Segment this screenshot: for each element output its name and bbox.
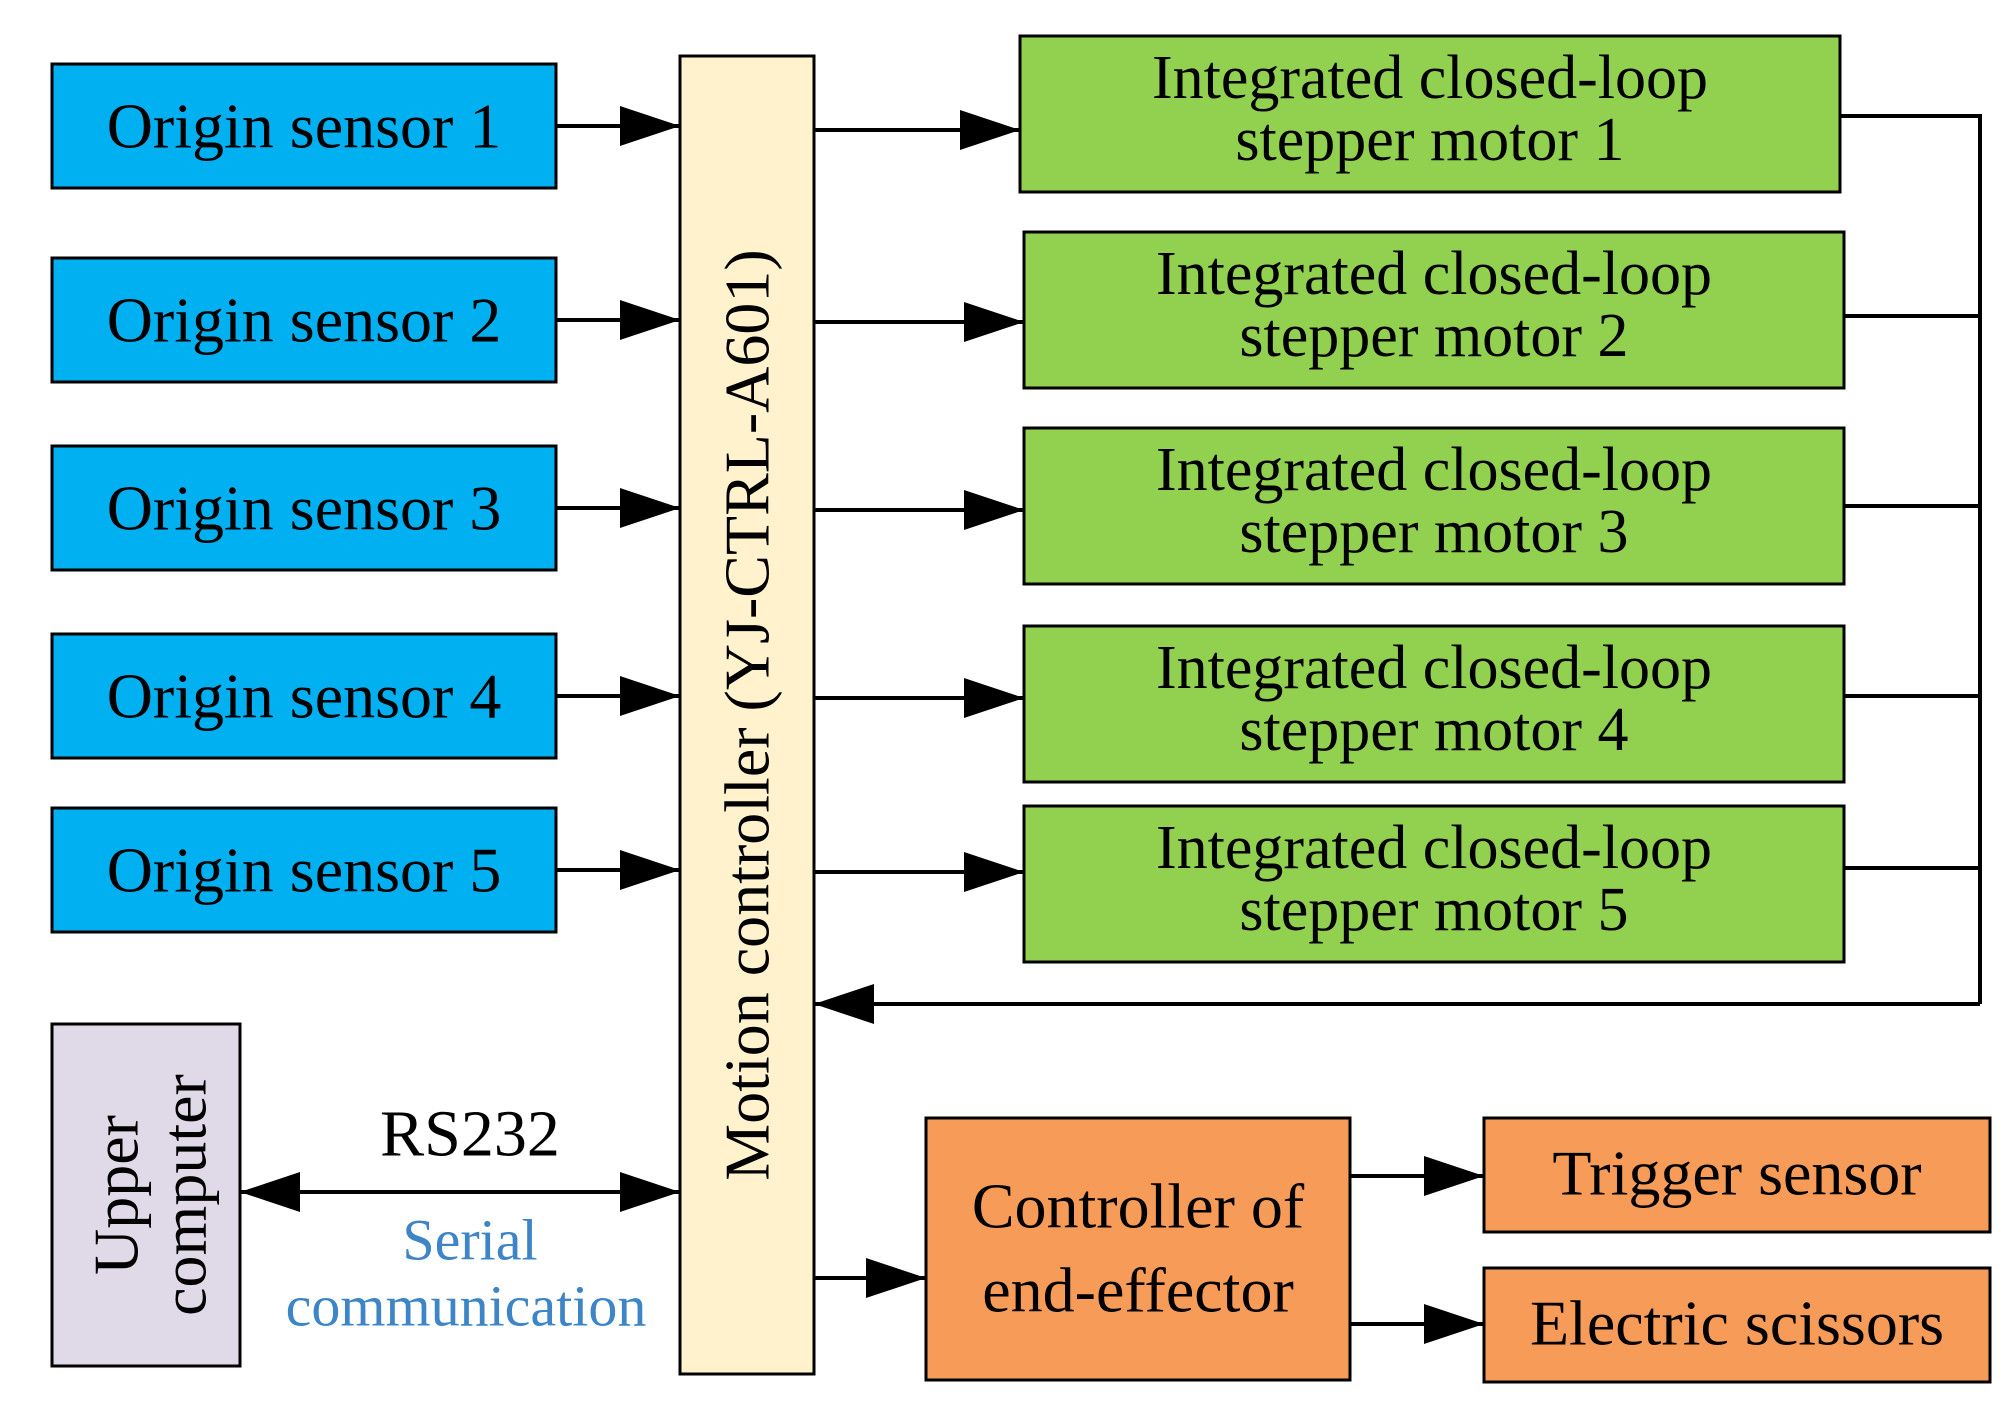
stepper-motor-2-line2: stepper motor 2 [1239, 302, 1628, 370]
end-effector-controller-block: Controller of end-effector [924, 1116, 1352, 1382]
electric-scissors-block: Electric scissors [1482, 1266, 1992, 1384]
stepper-motor-1-block: Integrated closed-loop stepper motor 1 [1018, 34, 1842, 194]
end-effector-controller-box [924, 1116, 1352, 1382]
stepper-motor-3-box [1022, 426, 1846, 586]
origin-sensor-4-box [50, 632, 558, 760]
origin-sensor-3-box [50, 444, 558, 572]
electric-scissors-label: Electric scissors [1530, 1288, 1944, 1359]
origin-sensor-1-label: Origin sensor 1 [107, 91, 502, 162]
end-effector-controller-line1: Controller of [972, 1171, 1305, 1242]
stepper-motor-4-line1: Integrated closed-loop [1156, 634, 1712, 702]
stepper-motor-5-line2: stepper motor 5 [1239, 876, 1628, 944]
origin-sensor-2-label: Origin sensor 2 [107, 285, 502, 356]
motion-controller-block: Motion controller (YJ-CTRL-A601) [678, 54, 816, 1376]
stepper-motor-5-line1: Integrated closed-loop [1156, 814, 1712, 882]
origin-sensor-4-label: Origin sensor 4 [107, 661, 502, 732]
stepper-motor-3-line1: Integrated closed-loop [1156, 436, 1712, 504]
stepper-motor-2-block: Integrated closed-loop stepper motor 2 [1022, 230, 1846, 390]
origin-sensor-1-box [50, 62, 558, 190]
origin-sensor-1-block: Origin sensor 1 [50, 62, 558, 190]
stepper-motor-3-line2: stepper motor 3 [1239, 498, 1628, 566]
stepper-motor-5-block: Integrated closed-loop stepper motor 5 [1022, 804, 1846, 964]
upper-computer-line2: computer [149, 1074, 220, 1316]
electric-scissors-box [1482, 1266, 1992, 1384]
rs232-label: RS232 [380, 1098, 560, 1171]
stepper-motor-2-line1: Integrated closed-loop [1156, 240, 1712, 308]
stepper-motor-1-line2: stepper motor 1 [1235, 106, 1624, 174]
feedback-bus [814, 114, 1982, 1024]
stepper-motor-1-line1: Integrated closed-loop [1152, 44, 1708, 112]
serial-label-line1: Serial [402, 1208, 537, 1273]
stepper-motor-3-block: Integrated closed-loop stepper motor 3 [1022, 426, 1846, 586]
origin-sensor-2-box [50, 256, 558, 384]
stepper-motor-4-block: Integrated closed-loop stepper motor 4 [1022, 624, 1846, 784]
origin-sensor-5-box [50, 806, 558, 934]
origin-sensor-3-block: Origin sensor 3 [50, 444, 558, 572]
trigger-sensor-block: Trigger sensor [1482, 1116, 1992, 1234]
origin-sensor-4-block: Origin sensor 4 [50, 632, 558, 760]
trigger-sensor-box [1482, 1116, 1992, 1234]
stepper-motor-2-box [1022, 230, 1846, 390]
origin-sensor-3-label: Origin sensor 3 [107, 473, 502, 544]
motion-controller-box [678, 54, 816, 1376]
upper-computer-block: Upper computer [50, 1022, 242, 1368]
stepper-motor-4-line2: stepper motor 4 [1239, 696, 1628, 764]
end-effector-controller-line2: end-effector [982, 1255, 1294, 1326]
stepper-motor-4-box [1022, 624, 1846, 784]
origin-sensor-2-block: Origin sensor 2 [50, 256, 558, 384]
motion-controller-label: Motion controller (YJ-CTRL-A601) [712, 249, 783, 1180]
stepper-motor-5-box [1022, 804, 1846, 964]
serial-label-line2: communication [286, 1274, 647, 1339]
origin-sensor-5-block: Origin sensor 5 [50, 806, 558, 934]
trigger-sensor-label: Trigger sensor [1552, 1138, 1921, 1209]
origin-sensor-5-label: Origin sensor 5 [107, 835, 502, 906]
upper-computer-line1: Upper [81, 1115, 152, 1275]
stepper-motor-1-box [1018, 34, 1842, 194]
